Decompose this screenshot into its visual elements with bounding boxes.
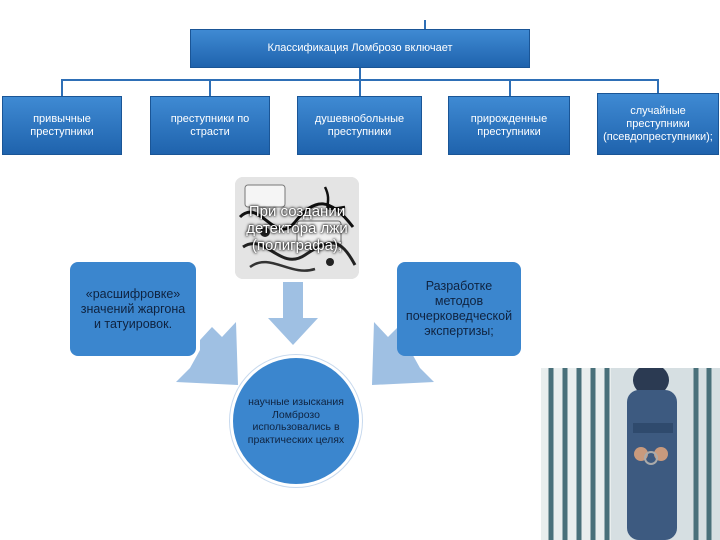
right-application-text: Разработке методов почерковедческой эксп… — [405, 279, 513, 338]
connector-center — [359, 67, 361, 80]
left-application-box: «расшифровке» значений жаргона и татуиро… — [70, 262, 196, 356]
center-circle: научные изыскания Ломброзо использовалис… — [230, 355, 362, 487]
center-circle-text: научные изыскания Ломброзо использовалис… — [247, 396, 345, 446]
classification-title: Классификация Ломброзо включает — [267, 42, 453, 54]
polygraph-device-photo: При создании детектора лжи (полиграфа); — [235, 177, 359, 279]
connector-4 — [509, 79, 511, 96]
connector-1 — [61, 79, 63, 96]
category-born: прирожденные преступники — [470, 112, 548, 138]
right-application-box: Разработке методов почерковедческой эксп… — [397, 262, 521, 356]
category-habitual: привычные преступники — [30, 112, 94, 138]
prison-bars-icon — [541, 368, 720, 540]
arrow-left-to-center — [176, 322, 238, 385]
connector-3 — [359, 79, 361, 96]
connector-2 — [209, 79, 211, 96]
polygraph-cables-icon — [235, 177, 359, 279]
category-habitual-box: привычные преступники — [2, 96, 122, 155]
category-occasional: случайные преступники (псевдопреступники… — [603, 104, 713, 143]
prisoner-photo — [541, 368, 720, 540]
category-born-box: прирожденные преступники — [448, 96, 570, 155]
category-passion-box: преступники по страсти — [150, 96, 270, 155]
left-application-text: «расшифровке» значений жаргона и татуиро… — [80, 286, 186, 331]
category-passion: преступники по страсти — [170, 112, 250, 138]
polygraph-caption: При создании детектора лжи (полиграфа); — [246, 202, 348, 254]
arrow-down-center — [268, 282, 318, 345]
connector-top-stem — [424, 20, 426, 30]
category-insane-box: душевнобольные преступники — [297, 96, 422, 155]
category-occasional-box: случайные преступники (псевдопреступники… — [597, 93, 719, 155]
classification-title-box: Классификация Ломброзо включает — [190, 29, 530, 68]
category-insane: душевнобольные преступники — [314, 112, 405, 138]
connector-5 — [657, 79, 659, 93]
